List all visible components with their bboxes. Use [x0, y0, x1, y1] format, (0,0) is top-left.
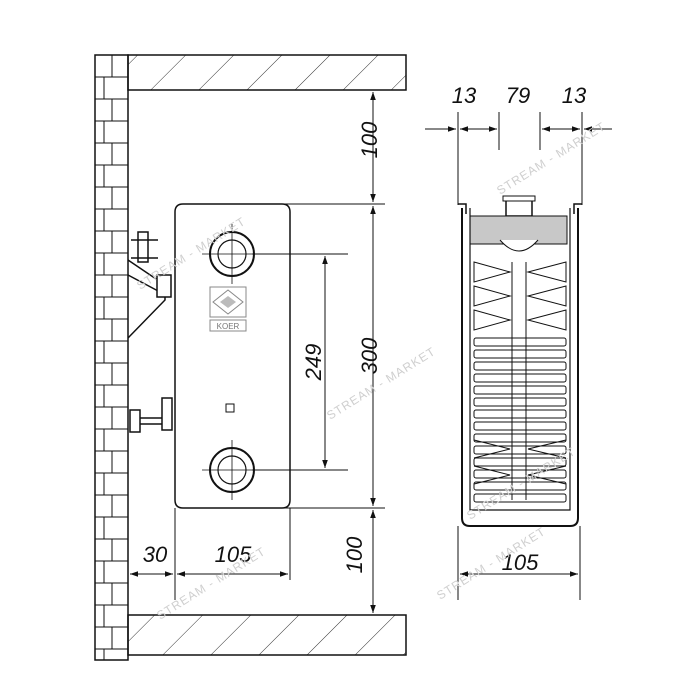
- dim-core: 79: [506, 83, 530, 108]
- water-channel: [473, 445, 567, 455]
- water-channel: [473, 361, 567, 371]
- convector-fin: [473, 309, 567, 331]
- water-channel: [473, 421, 567, 431]
- water-channel: [473, 433, 567, 443]
- convector-fin: [473, 465, 567, 485]
- watermark-text: STREAM - MARKET: [154, 544, 268, 622]
- radiator-section-view: [458, 195, 582, 527]
- brick-wall: [94, 54, 129, 661]
- side-view-dimensions: 100 300 249 100 30 105: [130, 89, 400, 613]
- water-channel: [473, 409, 567, 419]
- dim-section-depth: 105: [502, 550, 539, 575]
- dim-wall-offset: 30: [143, 542, 168, 567]
- brand-logo: KOER: [209, 286, 247, 332]
- dim-pipe-spacing: 249: [301, 344, 326, 382]
- water-channel: [473, 385, 567, 395]
- dim-right-fin: 13: [562, 83, 587, 108]
- dim-bottom-clearance: 100: [342, 536, 367, 573]
- water-channel: [473, 349, 567, 359]
- water-channel: [473, 373, 567, 383]
- water-channel: [473, 457, 567, 467]
- dim-left-fin: 13: [452, 83, 477, 108]
- thermostat-marker: [225, 403, 235, 413]
- water-channel: [473, 397, 567, 407]
- logo-text: KOER: [217, 322, 240, 331]
- wall-bracket: [127, 231, 172, 339]
- convector-fin: [473, 439, 567, 459]
- floor-slab: [127, 614, 407, 656]
- dim-total-height: 300: [357, 337, 382, 374]
- dim-top-clearance: 100: [357, 121, 382, 158]
- radiator-side-view: KOER: [127, 203, 291, 509]
- convector-fin: [473, 261, 567, 283]
- dim-side-depth: 105: [215, 542, 252, 567]
- water-channel: [473, 337, 567, 347]
- radiator-body: [174, 203, 291, 509]
- water-channel: [473, 493, 567, 503]
- watermark-text: STREAM - MARKET: [494, 119, 608, 197]
- lower-valve: [129, 397, 173, 433]
- ceiling-slab: [127, 54, 407, 91]
- water-channel: [473, 481, 567, 491]
- lower-connection-port: [202, 440, 262, 500]
- convector-fin: [473, 285, 567, 307]
- section-view-dimensions: 13 79 13 105: [425, 83, 612, 600]
- upper-connection-port: [202, 224, 262, 284]
